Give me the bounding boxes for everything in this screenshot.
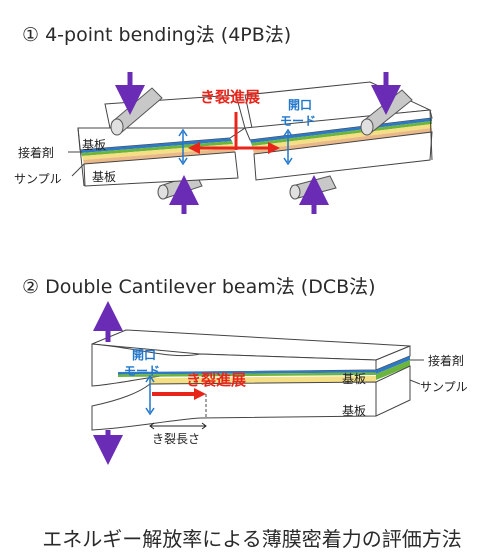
fig2-substrate-bottom-label: 基板: [342, 404, 367, 418]
fig2-opening-mode-line2: モード: [124, 364, 161, 378]
dcb-opening-mode-arrow: [145, 374, 155, 416]
fig2-crack-length-label: き裂長さ: [152, 432, 201, 446]
fig2-opening-mode-line1: 開口: [132, 348, 157, 362]
four-point-bending-diagram: [68, 72, 433, 214]
fig2-crack-label: き裂進展: [186, 371, 247, 389]
fig1-opening-mode-line1: 開口: [288, 98, 313, 112]
opening-mode-arrow-left: [178, 128, 188, 166]
fig1-substrate-bottom-label: 基板: [92, 170, 117, 184]
crack-marker: [188, 112, 280, 154]
fig1-adhesive-label: 接着剤: [18, 146, 55, 160]
caption: エネルギー解放率による薄膜密着力の評価方法: [42, 527, 462, 551]
dcb-layers: [118, 356, 410, 384]
fig2-sample-label: サンプル: [420, 380, 468, 394]
fig2-adhesive-label: 接着剤: [428, 354, 465, 368]
fig1-substrate-top-label: 基板: [82, 138, 107, 152]
dcb-crack-length-dimension: [149, 422, 207, 430]
figure1-title: ① 4-point bending法 (4PB法): [22, 24, 292, 46]
fig1-opening-mode-line2: モード: [280, 114, 317, 128]
dcb-crack-arrow: [152, 388, 207, 418]
fig1-sample-label: サンプル: [14, 172, 62, 186]
figure2-title: ② Double Cantilever beam法 (DCB法): [22, 276, 376, 298]
fig2-substrate-top-label: 基板: [342, 372, 367, 386]
fig1-crack-label: き裂進展: [200, 88, 261, 106]
opening-mode-arrow-right: [283, 128, 293, 166]
dcb-diagram: [91, 301, 424, 465]
